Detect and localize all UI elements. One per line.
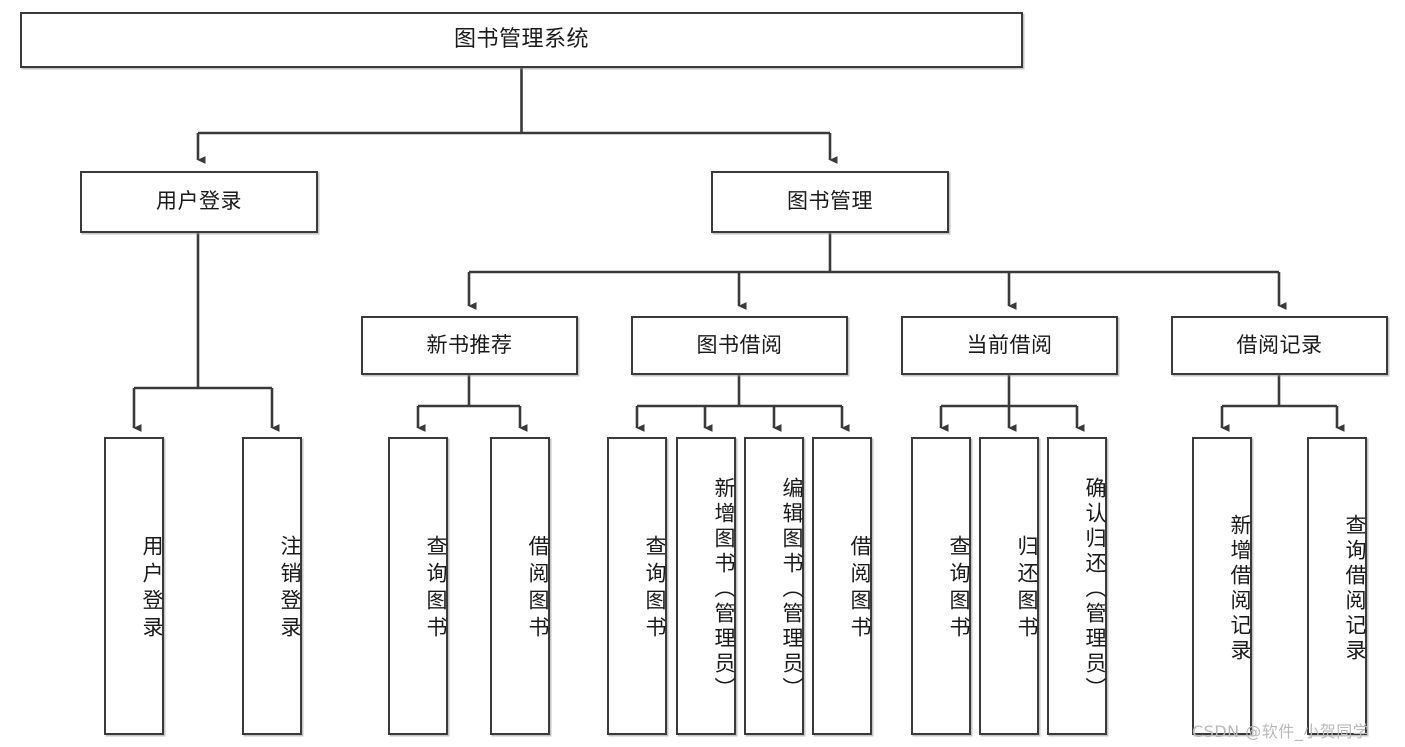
csdn-watermark: CSDN @软件_小贺同学 <box>1192 722 1370 741</box>
node-leaf-query-book-recommend[interactable]: 查询图书 <box>388 437 448 735</box>
node-leaf-add-borrow-record[interactable]: 新增借阅记录 <box>1192 437 1252 735</box>
node-book-management[interactable]: 图书管理 <box>711 171 949 233</box>
node-leaf-borrow-book-borrow[interactable]: 借阅图书 <box>812 437 872 735</box>
node-leaf-borrow-book-recommend[interactable]: 借阅图书 <box>490 437 550 735</box>
node-current-borrow[interactable]: 当前借阅 <box>901 316 1118 375</box>
node-leaf-return-book[interactable]: 归还图书 <box>979 437 1039 735</box>
node-leaf-edit-book-admin[interactable]: 编辑图书（管理员） <box>744 437 804 735</box>
node-leaf-query-book-current[interactable]: 查询图书 <box>911 437 971 735</box>
node-leaf-query-book-borrow[interactable]: 查询图书 <box>607 437 667 735</box>
node-leaf-confirm-return-admin[interactable]: 确认归还（管理员） <box>1047 437 1107 735</box>
node-new-book-recommend[interactable]: 新书推荐 <box>361 316 578 375</box>
node-leaf-add-book-admin[interactable]: 新增图书（管理员） <box>676 437 736 735</box>
node-user-login[interactable]: 用户登录 <box>80 171 318 233</box>
node-borrow-record[interactable]: 借阅记录 <box>1171 316 1388 375</box>
node-leaf-query-borrow-record[interactable]: 查询借阅记录 <box>1307 437 1367 735</box>
node-leaf-logout-login[interactable]: 注销登录 <box>242 437 302 735</box>
node-book-borrow[interactable]: 图书借阅 <box>631 316 848 375</box>
node-leaf-user-login[interactable]: 用户登录 <box>104 437 164 735</box>
node-root-system[interactable]: 图书管理系统 <box>20 12 1023 68</box>
